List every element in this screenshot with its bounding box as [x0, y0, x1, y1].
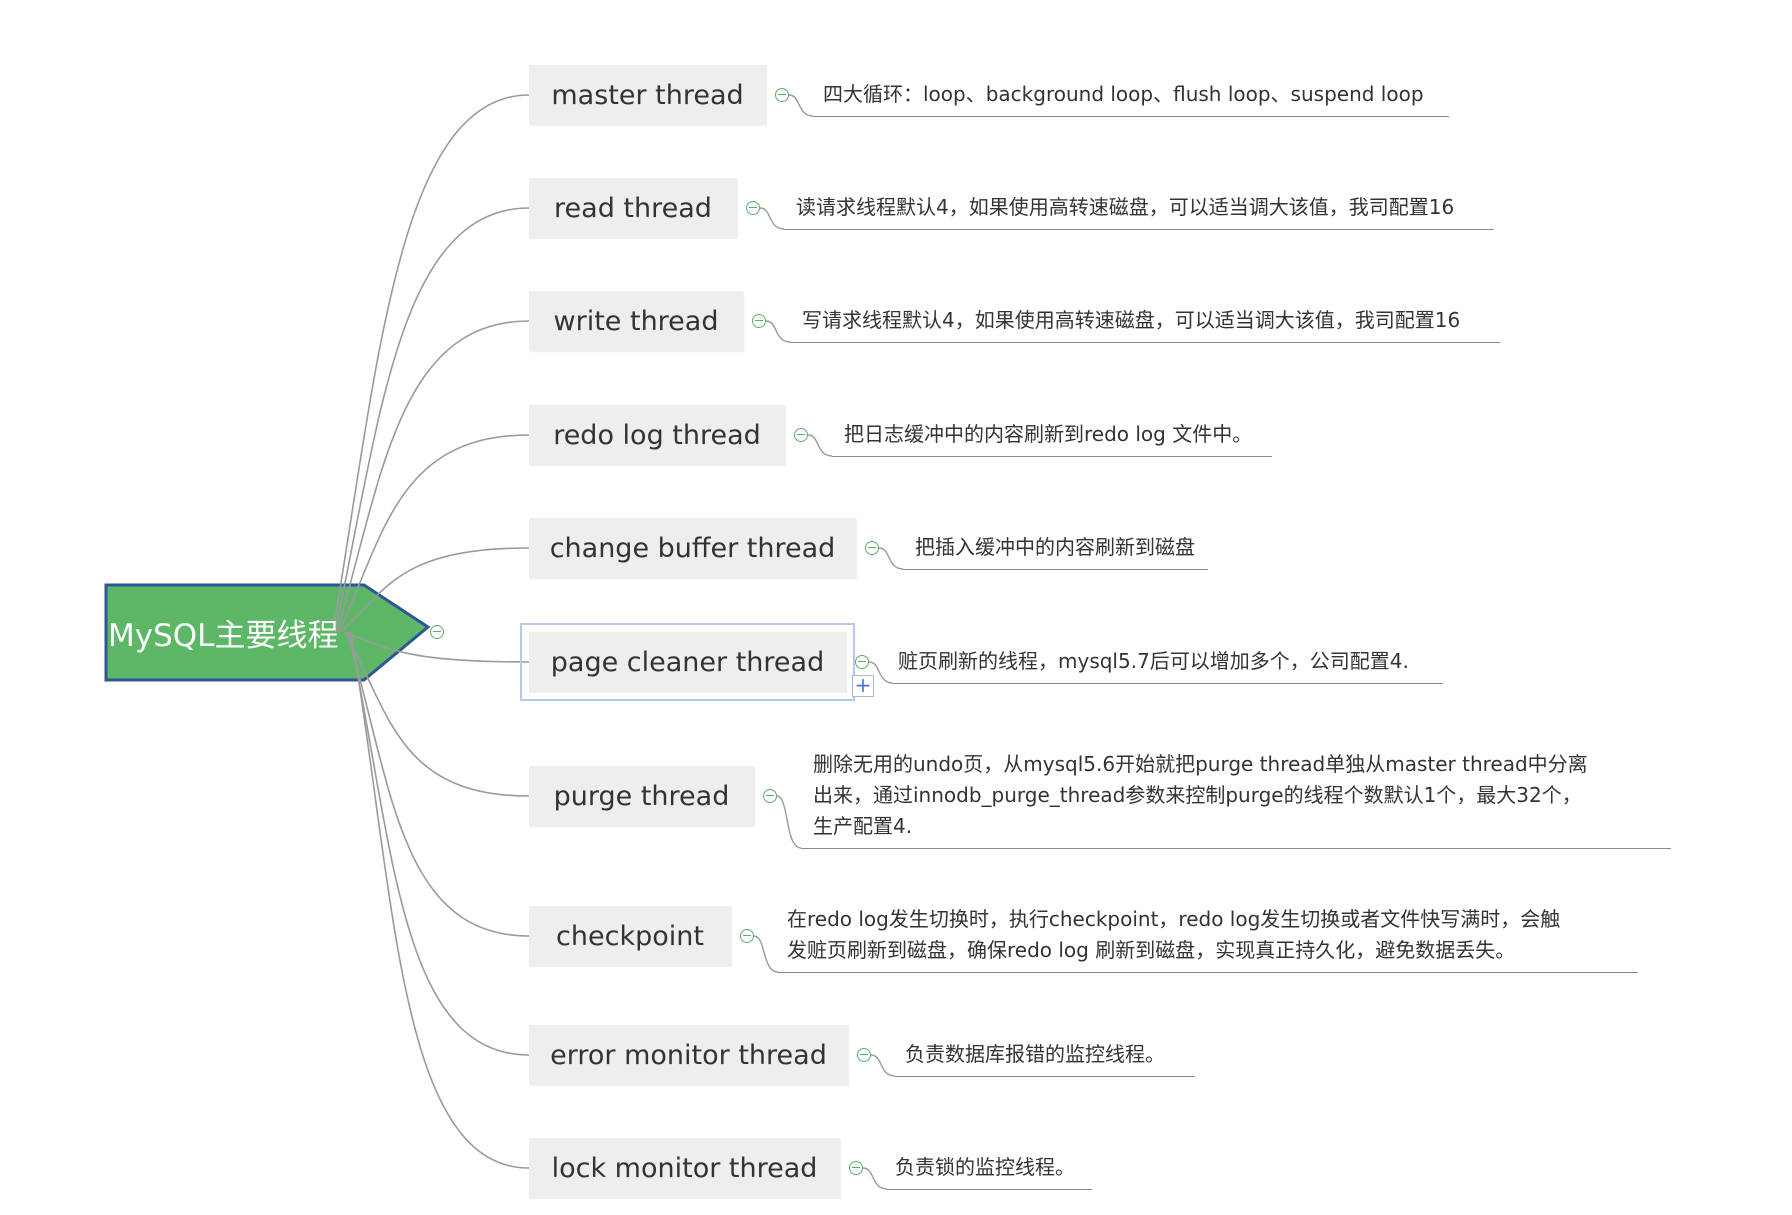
note-underline — [832, 456, 1272, 457]
topic-page-cleaner-thread[interactable]: page cleaner thread — [520, 623, 855, 701]
note-line: 负责锁的监控线程。 — [895, 1155, 1075, 1179]
note-underline — [813, 116, 1449, 117]
subtopic-note-master-thread[interactable]: 四大循环：loop、background loop、flush loop、sus… — [823, 79, 1424, 110]
subtopic-note-checkpoint[interactable]: 在redo log发生切换时，执行checkpoint，redo log发生切换… — [787, 904, 1560, 966]
topic-label: redo log thread — [553, 419, 761, 451]
topic-change-buffer-thread[interactable]: change buffer thread — [529, 518, 856, 578]
connector-read-thread — [334, 207, 530, 633]
collapse-icon[interactable] — [763, 789, 777, 803]
topic-checkpoint[interactable]: checkpoint — [529, 906, 731, 966]
topic-label: write thread — [553, 305, 719, 337]
note-connector — [878, 547, 904, 570]
collapse-icon[interactable] — [855, 655, 869, 669]
note-connector — [868, 661, 894, 684]
collapse-icon[interactable] — [775, 88, 789, 102]
note-connector — [765, 320, 791, 343]
connector-purge-thread — [344, 631, 530, 797]
note-line: 在redo log发生切换时，执行checkpoint，redo log发生切换… — [787, 907, 1561, 931]
subtopic-note-purge-thread[interactable]: 删除无用的undo页，从mysql5.6开始就把purge thread单独从m… — [813, 749, 1588, 842]
topic-redo-log-thread[interactable]: redo log thread — [529, 405, 785, 465]
connector-checkpoint — [346, 631, 530, 937]
root-topic-label: MySQL主要线程 — [108, 617, 339, 654]
note-line: 生产配置4. — [813, 814, 913, 838]
note-connector — [870, 1054, 896, 1077]
subtopic-note-write-thread[interactable]: 写请求线程默认4，如果使用高转速磁盘，可以适当调大该值，我司配置16 — [802, 305, 1460, 336]
subtopic-note-page-cleaner-thread[interactable]: 赃页刷新的线程，mysql5.7后可以增加多个，公司配置4. — [898, 646, 1409, 677]
note-connector — [788, 94, 814, 117]
topic-read-thread[interactable]: read thread — [529, 178, 737, 238]
subtopic-note-lock-monitor-thread[interactable]: 负责锁的监控线程。 — [895, 1152, 1075, 1183]
connector-change-buffer-thread — [340, 547, 530, 633]
note-underline — [887, 1189, 1092, 1190]
note-connector — [807, 434, 833, 457]
topic-label: page cleaner thread — [550, 646, 825, 678]
connector-page-cleaner-thread — [342, 631, 530, 663]
topic-label: read thread — [554, 192, 712, 224]
note-underline — [790, 342, 1500, 343]
topic-purge-thread[interactable]: purge thread — [529, 766, 754, 826]
connector-lock-monitor-thread — [350, 631, 530, 1169]
topic-write-thread[interactable]: write thread — [529, 291, 743, 351]
collapse-icon[interactable] — [794, 428, 808, 442]
connector-master-thread — [332, 94, 530, 633]
note-line: 出来，通过innodb_purge_thread参数来控制purge的线程个数默… — [813, 783, 1582, 807]
note-connector — [862, 1167, 888, 1190]
collapse-icon[interactable] — [752, 314, 766, 328]
topic-master-thread[interactable]: master thread — [529, 65, 766, 125]
note-line: 赃页刷新的线程，mysql5.7后可以增加多个，公司配置4. — [898, 649, 1409, 673]
topic-label: error monitor thread — [550, 1039, 827, 1071]
note-underline — [903, 569, 1208, 570]
note-connector — [759, 207, 785, 230]
note-line: 负责数据库报错的监控线程。 — [905, 1042, 1165, 1066]
topic-label: purge thread — [553, 780, 730, 812]
note-line: 发赃页刷新到磁盘，确保redo log 刷新到磁盘，实现真正持久化，避免数据丢失… — [787, 938, 1516, 962]
note-underline — [801, 848, 1671, 849]
topic-label: change buffer thread — [549, 532, 836, 564]
root-collapse-icon[interactable] — [430, 625, 444, 639]
subtopic-note-redo-log-thread[interactable]: 把日志缓冲中的内容刷新到redo log 文件中。 — [844, 419, 1252, 450]
topic-label: checkpoint — [556, 920, 704, 952]
note-connector — [776, 795, 802, 849]
note-underline — [784, 229, 1494, 230]
note-line: 写请求线程默认4，如果使用高转速磁盘，可以适当调大该值，我司配置16 — [802, 308, 1461, 332]
collapse-icon[interactable] — [865, 541, 879, 555]
note-underline — [778, 972, 1638, 973]
topic-label: master thread — [551, 79, 744, 111]
topic-error-monitor-thread[interactable]: error monitor thread — [529, 1025, 848, 1085]
note-line: 把日志缓冲中的内容刷新到redo log 文件中。 — [844, 422, 1253, 446]
note-underline — [895, 1076, 1195, 1077]
note-underline — [893, 683, 1443, 684]
note-connector — [753, 935, 779, 973]
collapse-icon[interactable] — [849, 1161, 863, 1175]
connector-error-monitor-thread — [348, 631, 530, 1056]
note-line: 四大循环：loop、background loop、flush loop、sus… — [823, 82, 1424, 106]
subtopic-note-error-monitor-thread[interactable]: 负责数据库报错的监控线程。 — [905, 1039, 1165, 1070]
collapse-icon[interactable] — [746, 201, 760, 215]
topic-label: lock monitor thread — [551, 1152, 818, 1184]
collapse-icon[interactable] — [857, 1048, 871, 1062]
add-subtopic-icon[interactable]: + — [852, 675, 874, 697]
collapse-icon[interactable] — [740, 929, 754, 943]
note-line: 读请求线程默认4，如果使用高转速磁盘，可以适当调大该值，我司配置16 — [796, 195, 1455, 219]
note-line: 删除无用的undo页，从mysql5.6开始就把purge thread单独从m… — [813, 752, 1588, 776]
connector-redo-log-thread — [338, 434, 530, 633]
root-topic-shape[interactable] — [104, 583, 431, 682]
connector-write-thread — [336, 320, 530, 633]
subtopic-note-change-buffer-thread[interactable]: 把插入缓冲中的内容刷新到磁盘 — [915, 532, 1195, 563]
subtopic-note-read-thread[interactable]: 读请求线程默认4，如果使用高转速磁盘，可以适当调大该值，我司配置16 — [796, 192, 1454, 223]
note-line: 把插入缓冲中的内容刷新到磁盘 — [915, 535, 1195, 559]
topic-lock-monitor-thread[interactable]: lock monitor thread — [529, 1138, 840, 1198]
